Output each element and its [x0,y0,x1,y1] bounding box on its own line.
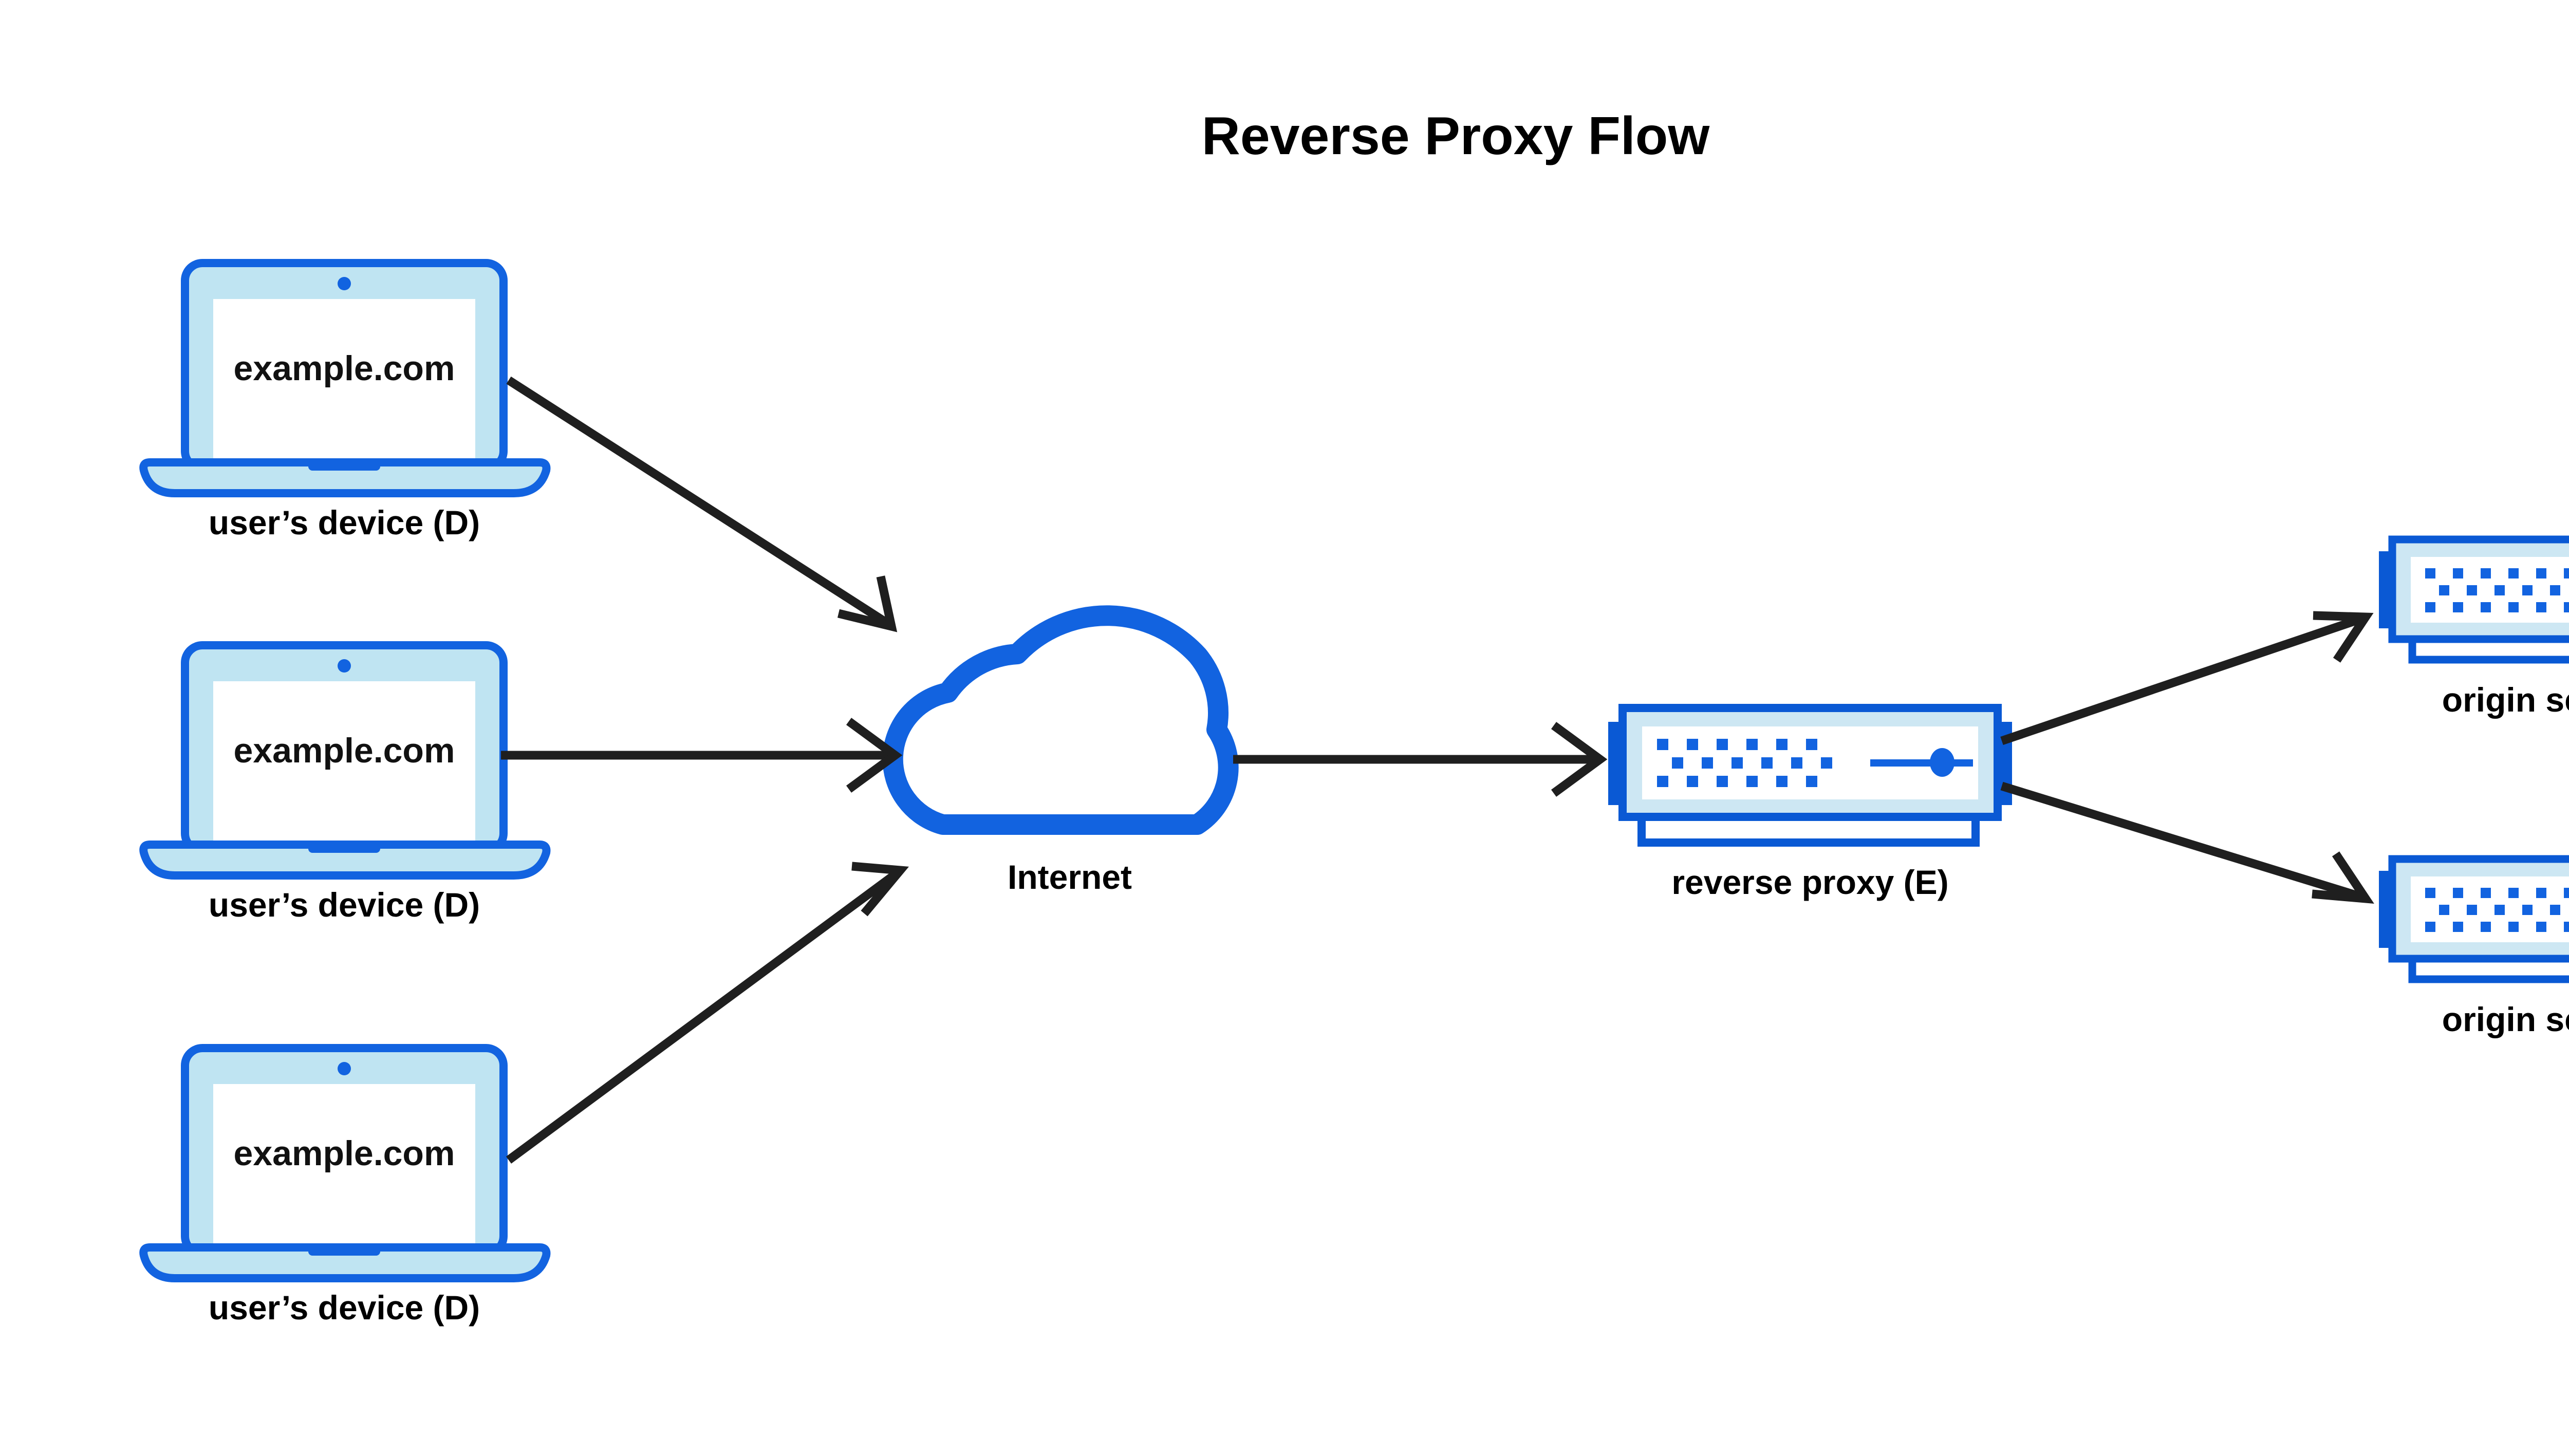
device-node-middle[interactable]: example.com user’s device (D) [139,641,551,924]
device-label-top: user’s device (D) [209,503,480,542]
origin-server-label-bottom: origin server (F) [2442,1000,2569,1038]
origin-server-node-top[interactable]: origin server (F) [2379,535,2569,719]
server-icon [2379,535,2569,664]
server-vent-grid [1657,739,1832,787]
laptop-screen [213,1084,475,1243]
edge-device-middle-to-internet [501,718,903,793]
reverse-proxy-label: reverse proxy (E) [1671,863,1948,901]
laptop-base [139,841,551,880]
server-status-dot-icon [1930,748,1954,777]
origin-server-node-bottom[interactable]: origin server (F) [2379,855,2569,1038]
device-label-bottom: user’s device (D) [209,1289,480,1327]
laptop-base [139,458,551,497]
origin-server-label-top: origin server (F) [2442,681,2569,719]
server-panel [2411,876,2569,942]
edge-reverse-proxy-to-origin-top [2000,611,2374,745]
device-node-bottom[interactable]: example.com user’s device (D) [139,1044,551,1327]
laptop-screen-text: example.com [234,731,455,770]
laptop-notch [308,843,380,853]
laptop-base [139,1243,551,1282]
server-panel [2411,557,2569,623]
cloud-icon [882,605,1239,835]
server-status-line [1870,759,1973,767]
laptop-screen [213,299,475,458]
laptop-notch [308,1245,380,1256]
laptop-camera-icon [338,1062,351,1075]
laptop-screen [213,681,475,841]
internet-node[interactable]: Internet [882,605,1239,896]
edge-device-top-to-internet [506,376,898,632]
server-icon [1608,704,2012,847]
device-node-top[interactable]: example.com user’s device (D) [139,259,551,542]
laptop-screen-text: example.com [234,349,455,388]
laptop-icon [139,259,551,497]
server-vent-grid [2425,568,2569,612]
edge-internet-to-reverse-proxy [1233,722,1608,797]
server-icon [2379,855,2569,983]
laptop-camera-icon [338,277,351,290]
laptop-icon [139,641,551,880]
diagram-title: Reverse Proxy Flow [1202,106,1710,166]
edge-reverse-proxy-to-origin-bottom [2000,781,2374,904]
laptop-notch [308,460,380,471]
laptop-screen-text: example.com [234,1134,455,1173]
edges-layer [501,376,2374,1164]
internet-label: Internet [1008,858,1132,896]
server-vent-grid [2425,888,2569,932]
reverse-proxy-node[interactable]: reverse proxy (E) [1608,704,2012,901]
device-label-middle: user’s device (D) [209,886,480,924]
laptop-icon [139,1044,551,1282]
laptop-camera-icon [338,659,351,673]
edge-device-bottom-to-internet [506,862,909,1164]
